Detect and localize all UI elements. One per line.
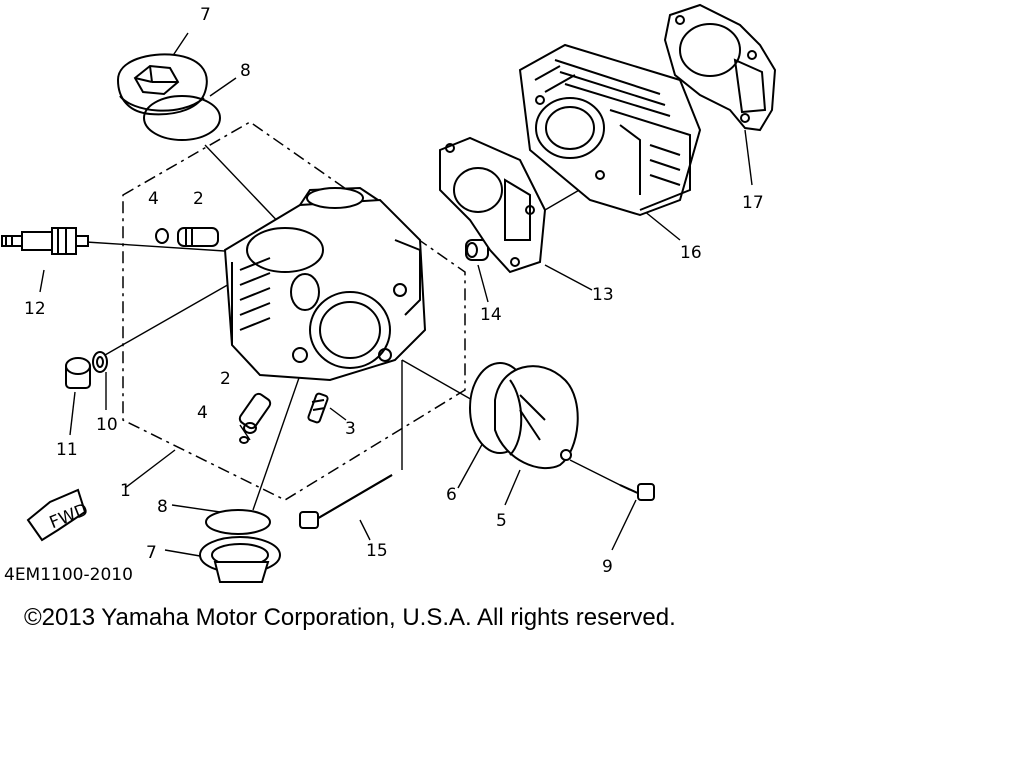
dowel-pin-lower [239, 436, 249, 444]
cylinder-head [223, 186, 427, 382]
side-cover [494, 365, 579, 470]
callout-16: 16 [680, 243, 702, 263]
oil-filler-cap-bottom [199, 536, 281, 583]
callout-4-lower: 4 [197, 403, 208, 423]
callout-8-top: 8 [240, 61, 251, 81]
diagram-code: 4EM1100-2010 [4, 565, 133, 585]
callout-11: 11 [56, 440, 78, 460]
assembly-boundary [122, 121, 466, 501]
callout-7-bottom: 7 [146, 543, 157, 563]
oil-filler-cap-top [116, 53, 208, 116]
callout-2-upper: 2 [193, 189, 204, 209]
parts-diagram: FWD 4EM1100-2010 7 8 4 2 12 10 11 2 4 3 … [1, 3, 777, 585]
cylinder [518, 43, 702, 217]
callout-13: 13 [592, 285, 614, 305]
callout-15: 15 [366, 541, 388, 561]
callout-6: 6 [446, 485, 457, 505]
valve-guide-lower [238, 392, 272, 434]
cover-bolt [619, 483, 655, 501]
stud-bolt [307, 392, 329, 424]
head-gasket [663, 3, 777, 132]
callout-7-top: 7 [200, 5, 211, 25]
callout-14: 14 [480, 305, 502, 325]
plug-bolt [65, 357, 91, 389]
spark-plug [1, 227, 89, 255]
washer [92, 351, 108, 373]
callout-1: 1 [120, 481, 131, 501]
o-ring-bottom [205, 509, 271, 535]
callout-3: 3 [345, 419, 356, 439]
callout-2-lower: 2 [220, 369, 231, 389]
o-ring-top [143, 95, 221, 141]
cylinder-gasket [439, 136, 547, 274]
callout-9: 9 [602, 557, 613, 577]
dowel-14 [465, 239, 489, 261]
callout-17: 17 [742, 193, 764, 213]
long-bolt [299, 474, 393, 529]
valve-guide-upper [177, 227, 219, 247]
callout-labels: 7 8 4 2 12 10 11 2 4 3 1 8 7 15 6 5 9 14… [24, 5, 764, 577]
dowel-pin-upper [155, 228, 169, 244]
callout-8-bottom: 8 [157, 497, 168, 517]
callout-10: 10 [96, 415, 118, 435]
copyright-notice: ©2013 Yamaha Motor Corporation, U.S.A. A… [24, 604, 676, 631]
callout-4-upper: 4 [148, 189, 159, 209]
callout-12: 12 [24, 299, 46, 319]
forward-arrow-icon: FWD [26, 488, 91, 542]
callout-5: 5 [496, 511, 507, 531]
